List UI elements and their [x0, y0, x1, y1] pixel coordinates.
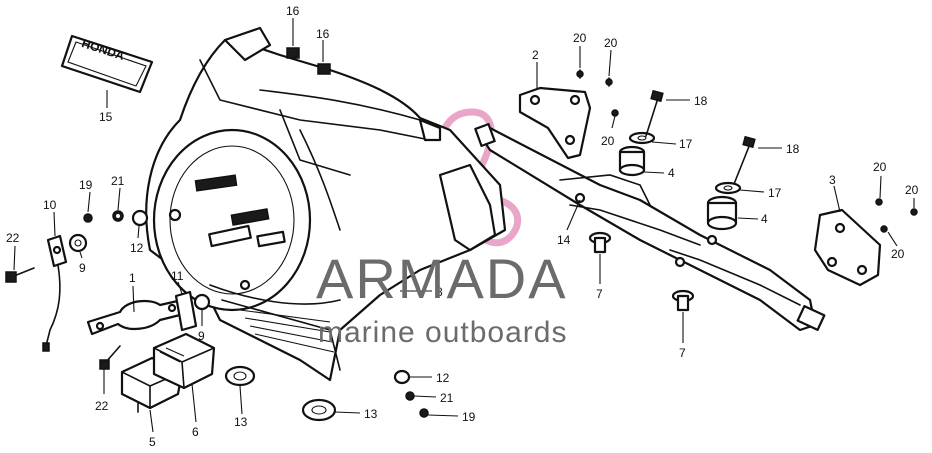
cable-wire	[42, 264, 61, 352]
callout-18b: 18	[786, 142, 800, 156]
callout-22b: 22	[95, 399, 109, 413]
callout-labels: 1 2 3 4 4 5 6 7 7 8 9 9 10 11 12 12 13 1…	[6, 4, 919, 449]
callout-20b: 20	[604, 36, 618, 50]
callout-12b: 12	[436, 371, 450, 385]
callout-3: 3	[829, 173, 836, 187]
collar-12b	[393, 369, 411, 385]
callout-19b: 19	[462, 410, 476, 424]
bolt-22a	[5, 267, 35, 283]
screw-20d	[875, 198, 883, 206]
callout-22a: 22	[6, 231, 20, 245]
callout-17b: 17	[768, 186, 782, 200]
callout-12a: 12	[130, 241, 144, 255]
callout-20c: 20	[601, 134, 615, 148]
grommet-13b	[301, 398, 337, 422]
callout-20a: 20	[573, 31, 587, 45]
pin-7a	[588, 231, 612, 254]
callout-9a: 9	[79, 261, 86, 275]
callout-4a: 4	[668, 166, 675, 180]
callout-8: 8	[436, 285, 443, 299]
bolt-18a	[645, 89, 664, 137]
callout-7a: 7	[596, 287, 603, 301]
bushing-4a	[618, 145, 646, 177]
callout-5: 5	[149, 435, 156, 449]
washer-21a	[112, 210, 124, 222]
honda-emblem-plate: HONDA	[60, 34, 154, 94]
callout-19a: 19	[79, 178, 93, 192]
callout-6: 6	[192, 425, 199, 439]
callout-21a: 21	[111, 174, 125, 188]
callout-16b: 16	[316, 27, 330, 41]
pin-7b	[671, 289, 695, 312]
callout-2: 2	[532, 48, 539, 62]
callout-16a: 16	[286, 4, 300, 18]
callout-9b: 9	[198, 329, 205, 343]
collar-9b	[193, 293, 211, 311]
washer-17a	[628, 131, 656, 145]
clip-16b	[317, 63, 331, 75]
clip-16a	[286, 47, 300, 59]
callout-13a: 13	[234, 415, 248, 429]
bracket-plate-3	[813, 208, 882, 287]
callout-20e: 20	[905, 183, 919, 197]
bracket-plate-2	[518, 86, 592, 160]
screw-20e	[880, 208, 918, 233]
steering-handle	[474, 123, 826, 332]
screw-20a	[576, 69, 584, 79]
unit-6	[152, 332, 216, 390]
clamp-1	[86, 298, 186, 336]
callout-20d: 20	[873, 160, 887, 174]
washer-17b	[714, 181, 742, 195]
callout-11: 11	[171, 269, 184, 283]
callout-1: 1	[129, 271, 136, 285]
callout-7b: 7	[679, 346, 686, 360]
callout-21b: 21	[440, 391, 454, 405]
leader-lines	[13, 18, 915, 433]
screw-19b	[419, 408, 429, 418]
callout-18a: 18	[694, 94, 708, 108]
callout-13b: 13	[364, 407, 378, 421]
bushing-4b	[706, 195, 738, 231]
bracket-10	[46, 234, 68, 268]
washer-21b	[405, 391, 415, 401]
callout-14: 14	[557, 233, 571, 247]
callout-4b: 4	[761, 212, 768, 226]
collar-9a	[68, 233, 88, 253]
bracket-11	[174, 290, 198, 332]
collar-12a	[131, 209, 149, 227]
callout-15: 15	[99, 110, 113, 124]
screw-20c	[611, 109, 619, 117]
front-cover-body	[145, 26, 507, 382]
callout-10: 10	[43, 198, 57, 212]
grommet-13a	[224, 365, 256, 387]
screw-20b	[605, 77, 613, 87]
callout-17a: 17	[679, 137, 693, 151]
bolt-22b	[99, 345, 121, 370]
armada-tagline-text: marine outboards	[318, 316, 567, 349]
bolt-18b	[733, 135, 756, 185]
screw-19a	[83, 213, 93, 223]
armada-brand-text: ARMADA	[316, 247, 568, 310]
callout-20f: 20	[891, 247, 905, 261]
